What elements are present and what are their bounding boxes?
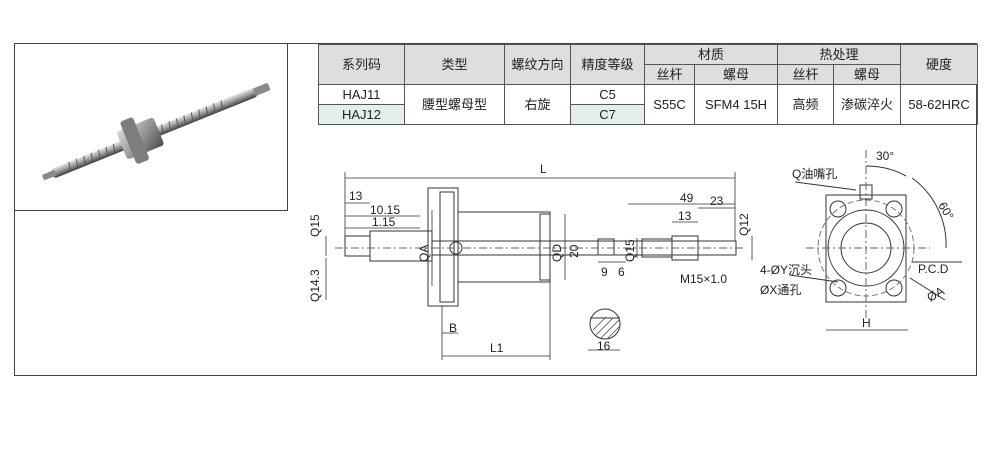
header-thread-direction: 螺纹方向 [504,44,571,85]
header-hardness: 硬度 [900,44,979,85]
shaft-end-left [344,235,371,257]
dim-QD: QD [550,244,564,262]
section-view [589,308,621,340]
flange-outline [825,194,907,303]
dim-q14-3: Q14.3 [308,269,322,302]
flange-inner [439,191,455,303]
cell-material-nut: SFM4 15H [693,84,779,125]
header-series-code: 系列码 [318,44,405,85]
dim-q15-right: Q15 [623,239,637,262]
cell-type: 腰型螺母型 [404,84,505,125]
label-oil-hole: Q油嘴孔 [792,167,837,181]
header-heat-treatment: 热处理 [777,44,902,65]
dim-20: 20 [567,244,581,258]
cell-code: HAJ12 [318,104,405,125]
bolt-hole-tl [829,200,847,218]
header-material: 材质 [643,44,779,65]
dim-1-15: 1.15 [372,215,396,229]
dim-B: B [449,321,457,335]
header-heat-screw: 丝杆 [777,64,835,85]
dim-q15-left: Q15 [308,214,322,237]
header-type: 类型 [404,44,505,85]
header-accuracy-grade: 精度等级 [570,44,645,85]
spec-table: 系列码 类型 螺纹方向 精度等级 材质 热处理 硬度 丝杆 螺母 丝杆 螺母 H… [318,44,979,125]
dim-L: L [540,162,547,176]
product-photo-box [14,43,288,211]
cell-hardness: 58-62HRC [900,84,979,125]
bolt-hole-bl [829,279,847,297]
angle-arc-30 [865,165,907,177]
dim-QA: QA [417,245,431,262]
cell-grade: C7 [570,104,645,125]
label-through-hole: ØX通孔 [760,283,801,297]
label-angle-30: 30° [876,149,894,163]
keyway [597,238,615,256]
dim-13-right: 13 [678,209,692,223]
angle-arc-60 [911,177,947,249]
header-material-nut: 螺母 [693,64,779,85]
cell-material-screw: S55C [644,84,695,125]
label-counterbore: 4-ØY沉头 [760,263,812,277]
dim-9: 9 [601,265,608,279]
dim-L1: L1 [490,341,504,355]
dim-q12: Q12 [737,213,751,236]
dim-16: 16 [597,339,611,353]
ball-screw-photo [42,83,271,180]
nut-end [539,213,551,281]
dim-10-15: 10.15 [370,203,400,217]
label-angle-60: 60° [935,200,956,223]
drawing-frame [14,43,977,376]
label-pcd: P.C.D [918,262,949,276]
nut-body [457,211,551,283]
bolt-hole-tr [885,200,903,218]
dim-23: 23 [710,194,724,208]
label-dia-A: ØA [925,284,947,305]
cell-heat-nut: 渗碳淬火 [833,84,902,125]
dim-6: 6 [618,265,625,279]
dim-H: H [862,316,871,330]
dim-m15: M15×1.0 [680,272,727,286]
bolt-hole-br [885,279,903,297]
cell-direction: 右旋 [504,84,571,125]
dim-13: 13 [349,189,363,203]
dim-49: 49 [680,191,694,205]
